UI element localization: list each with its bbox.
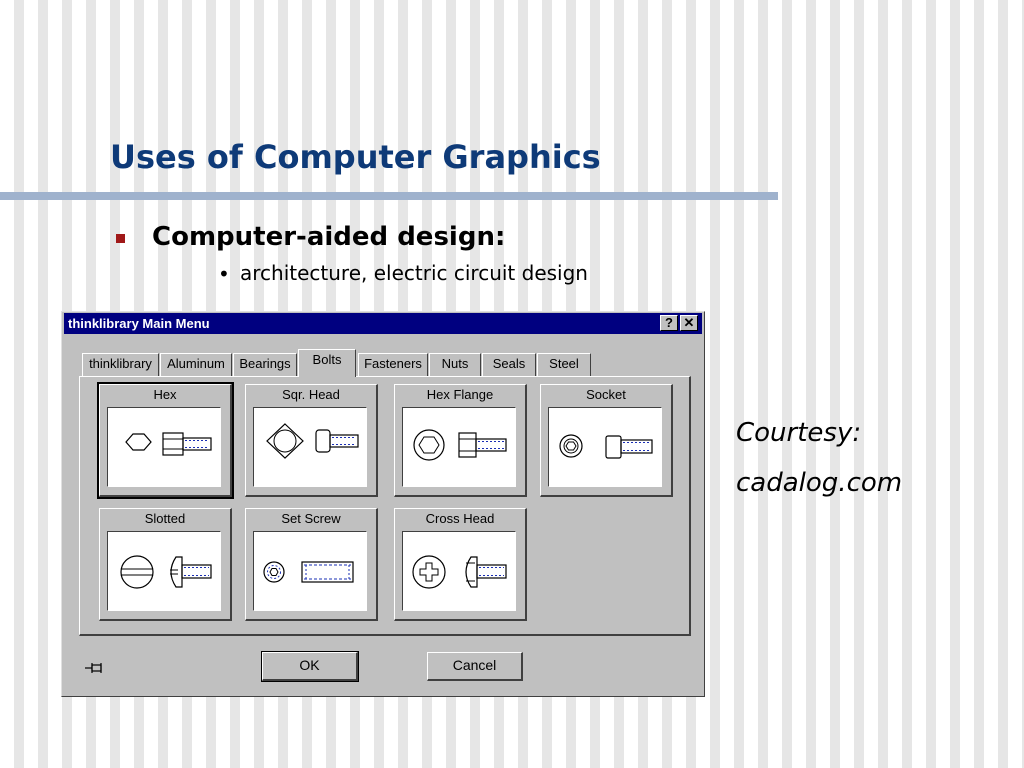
- sub-bullet-text: architecture, electric circuit design: [240, 261, 588, 285]
- thinklibrary-dialog: thinklibrary Main Menu ? ✕ thinklibrary …: [61, 311, 705, 697]
- tab-bolts[interactable]: Bolts: [298, 349, 356, 377]
- bolt-card-cross-head[interactable]: Cross Head: [394, 508, 527, 621]
- help-button[interactable]: ?: [660, 315, 678, 331]
- slotted-bolt-icon: [107, 531, 221, 611]
- tab-aluminum[interactable]: Aluminum: [160, 353, 232, 377]
- courtesy-source: cadalog.com: [736, 468, 903, 498]
- tab-seals[interactable]: Seals: [482, 353, 536, 377]
- dialog-titlebar[interactable]: thinklibrary Main Menu ? ✕: [64, 313, 702, 334]
- slide-title: Uses of Computer Graphics: [110, 138, 601, 176]
- close-button[interactable]: ✕: [680, 315, 698, 331]
- bolt-card-hex[interactable]: Hex: [97, 382, 234, 499]
- square-head-bolt-icon: [253, 407, 367, 487]
- bolt-card-set-screw[interactable]: Set Screw: [245, 508, 378, 621]
- bullet-computer-aided-design: Computer-aided design:: [152, 222, 506, 252]
- bolt-card-hex-flange[interactable]: Hex Flange: [394, 384, 527, 497]
- bullet-square-icon: [116, 234, 125, 243]
- set-screw-icon: [253, 531, 367, 611]
- bolt-card-label: Cross Head: [425, 511, 495, 526]
- tab-thinklibrary[interactable]: thinklibrary: [82, 353, 159, 377]
- bolt-card-label: Sqr. Head: [282, 387, 340, 402]
- bolt-card-label: Hex: [153, 387, 177, 402]
- tab-steel[interactable]: Steel: [537, 353, 591, 377]
- socket-bolt-icon: [548, 407, 662, 487]
- ok-button[interactable]: OK: [261, 651, 359, 682]
- courtesy-label: Courtesy:: [736, 418, 862, 448]
- bolt-card-label: Hex Flange: [426, 387, 494, 402]
- tab-bearings[interactable]: Bearings: [233, 353, 297, 377]
- title-underline: [0, 192, 778, 200]
- hex-flange-bolt-icon: [402, 407, 516, 487]
- dialog-title: thinklibrary Main Menu: [68, 316, 210, 331]
- tab-fasteners[interactable]: Fasteners: [358, 353, 428, 377]
- bolt-card-slotted[interactable]: Slotted: [99, 508, 232, 621]
- bolts-panel: Hex Sqr. Head: [79, 376, 691, 636]
- tab-nuts[interactable]: Nuts: [429, 353, 481, 377]
- sub-bullet-dot-icon: •: [218, 262, 230, 286]
- bolt-card-label: Socket: [586, 387, 626, 402]
- hex-bolt-icon: [107, 407, 221, 487]
- pushpin-icon[interactable]: [84, 660, 108, 676]
- bolt-card-label: Slotted: [144, 511, 186, 526]
- cross-head-bolt-icon: [402, 531, 516, 611]
- cancel-button[interactable]: Cancel: [427, 652, 523, 681]
- bolt-card-sqr-head[interactable]: Sqr. Head: [245, 384, 378, 497]
- bolt-card-socket[interactable]: Socket: [540, 384, 673, 497]
- bolt-card-label: Set Screw: [281, 511, 341, 526]
